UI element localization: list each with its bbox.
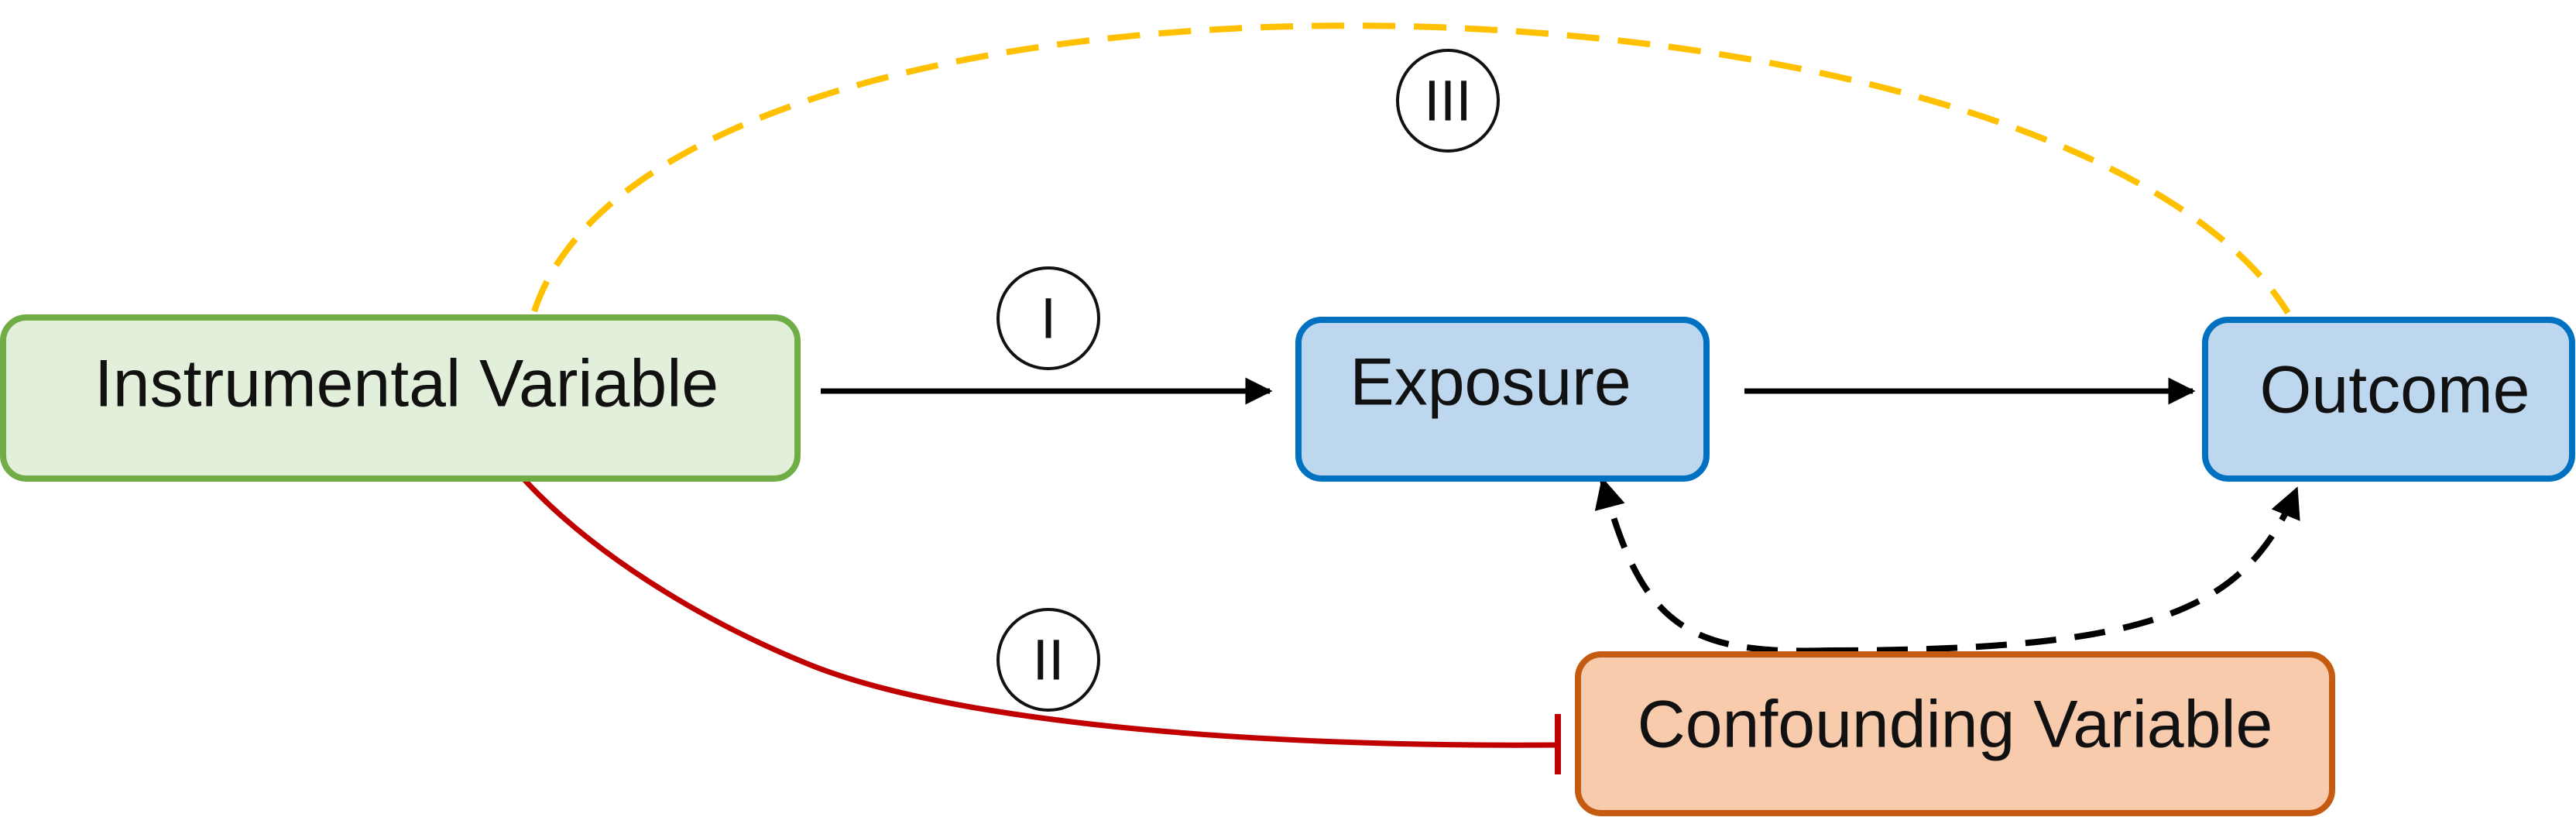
outcome-node: Outcome	[2202, 317, 2575, 482]
assumption-marker-two: II	[996, 608, 1100, 712]
confounding-variable-node: Confounding Variable	[1575, 651, 2335, 816]
assumption-three-label: III	[1424, 69, 1472, 133]
exposure-node: Exposure	[1295, 317, 1710, 482]
assumption-two-label: II	[1032, 628, 1064, 692]
assumption-marker-one: I	[996, 266, 1100, 370]
instrumental-variable-node: Instrumental Variable	[0, 314, 801, 482]
confounding-variable-label: Confounding Variable	[1638, 688, 2273, 762]
confounder-to-outcome-arrow	[1827, 486, 2300, 654]
direct-path-edge-dashed	[531, 22, 2291, 315]
instrumental-variable-label: Instrumental Variable	[94, 347, 719, 421]
blocked-path-edge	[521, 476, 1559, 748]
exposure-label: Exposure	[1350, 345, 1631, 420]
assumption-one-label: I	[1041, 287, 1057, 351]
outcome-label: Outcome	[2260, 353, 2530, 427]
confounder-to-exposure-arrow	[1594, 477, 1828, 654]
assumption-marker-three: III	[1396, 49, 1500, 153]
